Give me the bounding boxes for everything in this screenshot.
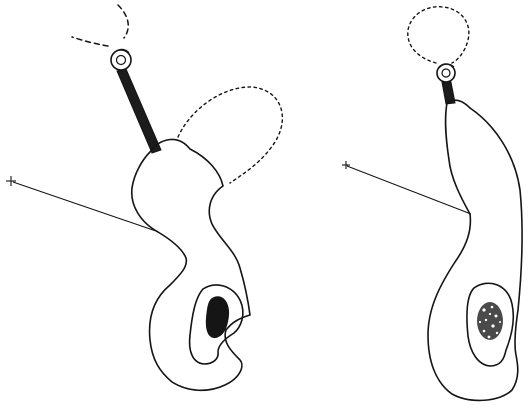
right-cross-marker [342,161,350,169]
right-ring [437,64,455,82]
left-cross-marker [6,176,16,186]
left-ring [111,49,131,70]
right-panel [342,7,522,401]
left-panel [6,5,282,390]
left-stalk [117,69,161,153]
left-dotted-loop [178,87,282,183]
left-dashed-arc [72,5,128,46]
right-speckled-core [477,302,503,340]
right-dotted-circle [408,7,469,63]
